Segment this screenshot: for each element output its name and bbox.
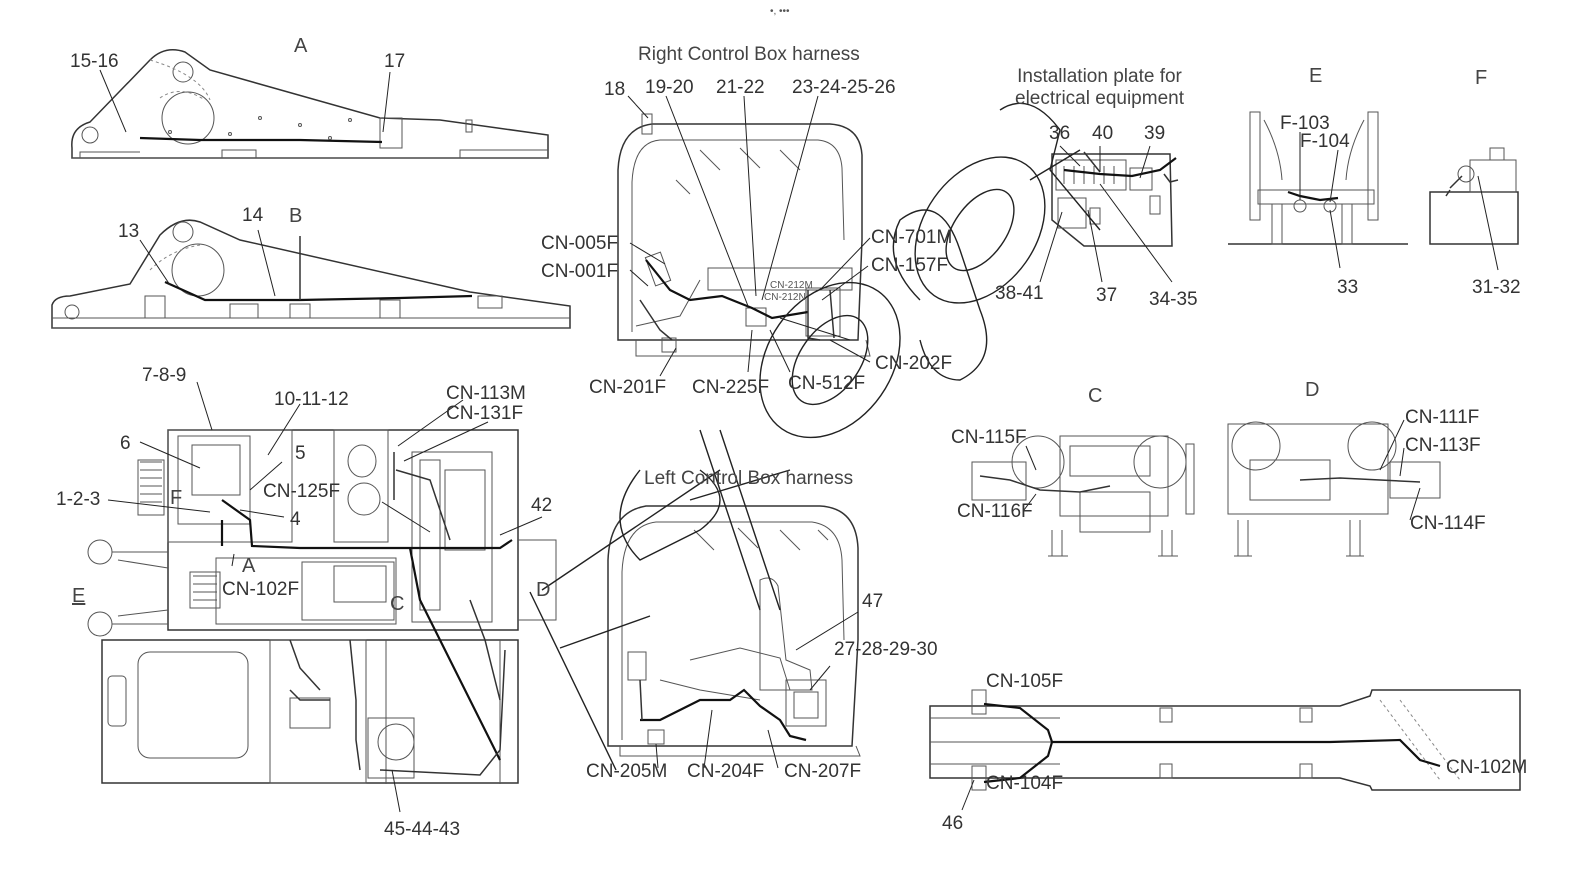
label-46: 46	[942, 813, 964, 834]
label-cn-207f: CN-207F	[784, 761, 862, 782]
view-f	[1429, 147, 1519, 271]
view-f-letter: F	[1475, 67, 1488, 89]
label-45-43: 45-44-43	[384, 819, 461, 840]
label-36: 36	[1049, 123, 1071, 144]
label-42: 42	[531, 495, 553, 516]
view-e	[1228, 111, 1408, 269]
label-cn-113f: CN-113F	[1405, 435, 1481, 456]
installation-plate-title: Installation plate for electrical equipm…	[1015, 66, 1184, 109]
view-a-boom	[71, 49, 549, 159]
label-cn-701m: CN-701M	[871, 227, 953, 248]
installation-plate-view	[1039, 145, 1179, 283]
label-18: 18	[604, 79, 626, 100]
label-f-103: F-103	[1280, 113, 1330, 134]
label-19-20: 19-20	[645, 77, 694, 98]
label-34-35: 34-35	[1149, 289, 1198, 310]
label-cn-512f: CN-512F	[788, 373, 866, 394]
plan-marker-c: C	[390, 593, 405, 615]
left-control-box-view	[607, 505, 861, 769]
view-c-letter: C	[1088, 385, 1103, 407]
label-cn-212n: CN-212N	[764, 292, 806, 303]
label-14: 14	[242, 205, 264, 226]
label-cn-131f: CN-131F	[446, 403, 524, 424]
label-cn-113m: CN-113M	[446, 383, 526, 404]
label-40: 40	[1092, 123, 1114, 144]
right-control-box-title: Right Control Box harness	[638, 44, 860, 65]
label-cn-204f: CN-204F	[687, 761, 765, 782]
view-d-letter: D	[1305, 379, 1320, 401]
view-e-letter: E	[1309, 65, 1323, 87]
label-1-3: 1-2-3	[56, 489, 101, 510]
label-38-41: 38-41	[995, 283, 1044, 304]
label-cn-225f: CN-225F	[692, 377, 770, 398]
label-31-32: 31-32	[1472, 277, 1521, 298]
label-cn-001f: CN-001F	[541, 261, 619, 282]
label-cn-205m: CN-205M	[586, 761, 668, 782]
label-37: 37	[1096, 285, 1118, 306]
view-c-engine	[971, 435, 1195, 557]
label-cn-115f: CN-115F	[951, 427, 1027, 448]
label-cn-116f: CN-116F	[957, 501, 1033, 522]
label-10-12: 10-11-12	[274, 389, 349, 410]
plan-marker-a: A	[242, 555, 256, 577]
label-21-22: 21-22	[716, 77, 765, 98]
label-39: 39	[1144, 123, 1166, 144]
label-f-104: F-104	[1300, 131, 1350, 152]
label-cn-005f: CN-005F	[541, 233, 619, 254]
autosoft-watermark	[529, 102, 1101, 771]
label-4: 4	[290, 509, 301, 530]
label-cn-111f: CN-111F	[1405, 407, 1480, 428]
label-6: 6	[120, 433, 131, 454]
label-17: 17	[384, 51, 406, 72]
label-cn-212m: CN-212M	[770, 280, 813, 291]
view-b-letter: B	[289, 205, 303, 227]
label-cn-125f: CN-125F	[263, 481, 341, 502]
label-5: 5	[295, 443, 306, 464]
left-control-box-title: Left Control Box harness	[644, 468, 854, 489]
label-cn-157f: CN-157F	[871, 255, 949, 276]
label-cn-105f: CN-105F	[986, 671, 1064, 692]
label-cn-201f: CN-201F	[589, 377, 667, 398]
label-47: 47	[862, 591, 884, 612]
plan-marker-d: D	[536, 579, 551, 601]
label-cn-202f: CN-202F	[875, 353, 953, 374]
label-cn-114f: CN-114F	[1410, 513, 1486, 534]
view-d-engine	[1227, 419, 1441, 557]
header-dots: •, •••	[770, 6, 790, 17]
base-frame-view	[929, 689, 1521, 811]
plan-marker-e: E	[72, 585, 86, 607]
label-27-30: 27-28-29-30	[834, 639, 938, 660]
label-23-26: 23-24-25-26	[792, 77, 896, 98]
label-cn-104f: CN-104F	[986, 773, 1064, 794]
view-a-letter: A	[294, 35, 308, 57]
plan-marker-f: F	[170, 487, 183, 509]
label-cn-102f: CN-102F	[222, 579, 300, 600]
label-33: 33	[1337, 277, 1359, 298]
label-7-9: 7-8-9	[142, 365, 187, 386]
label-cn-102m: CN-102M	[1446, 757, 1528, 778]
right-control-box-view	[617, 95, 871, 377]
view-b-boom	[51, 219, 571, 329]
label-13: 13	[118, 221, 140, 242]
upper-structure-plan	[87, 381, 557, 813]
label-15-16: 15-16	[70, 51, 119, 72]
